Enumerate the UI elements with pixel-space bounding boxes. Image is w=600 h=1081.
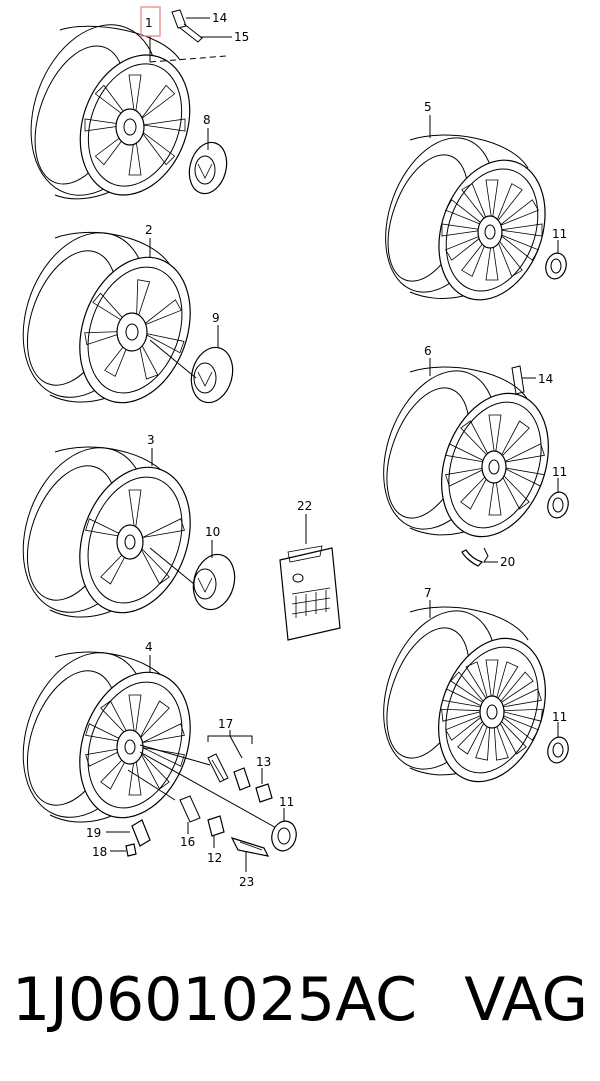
caption-bar: 1J0601025AC VAG xyxy=(0,950,600,1050)
callout-13[interactable]: 13 xyxy=(256,755,271,769)
callout-23[interactable]: 23 xyxy=(239,875,254,889)
callout-4[interactable]: 4 xyxy=(145,640,153,654)
callout-11-wheel-5[interactable]: 11 xyxy=(552,227,567,241)
callout-16[interactable]: 16 xyxy=(180,835,195,849)
wheel-7 xyxy=(383,606,546,783)
callout-10[interactable]: 10 xyxy=(205,525,220,539)
callout-8[interactable]: 8 xyxy=(203,113,211,127)
callout-9[interactable]: 9 xyxy=(212,311,220,325)
callout-15[interactable]: 15 xyxy=(234,30,249,44)
callout-11-wheel-6[interactable]: 11 xyxy=(552,465,567,479)
trim-piece-20 xyxy=(461,549,484,567)
callout-7[interactable]: 7 xyxy=(424,586,432,600)
callout-1[interactable]: 1 xyxy=(145,16,153,30)
bolt-cap-13 xyxy=(255,783,273,803)
callout-5[interactable]: 5 xyxy=(424,100,432,114)
exploded-parts-diagram: 1 14 15 8 2 9 xyxy=(22,6,569,889)
wheel-2 xyxy=(22,232,191,404)
callout-11-wheel-4[interactable]: 11 xyxy=(279,795,294,809)
hub-cap-10 xyxy=(192,553,236,611)
bolt-cover-12 xyxy=(207,815,225,837)
callout-14-wheel-6[interactable]: 14 xyxy=(538,372,553,386)
callout-3[interactable]: 3 xyxy=(147,433,155,447)
callout-11-wheel-7[interactable]: 11 xyxy=(552,710,567,724)
hub-cap-11-wheel-7 xyxy=(547,736,569,764)
wheel-3 xyxy=(22,446,191,618)
valve-stem-14 xyxy=(171,9,203,43)
callout-14-top[interactable]: 14 xyxy=(212,11,227,25)
callout-19[interactable]: 19 xyxy=(86,826,101,840)
callout-17[interactable]: 17 xyxy=(218,717,233,731)
callout-20[interactable]: 20 xyxy=(500,555,515,569)
brand-name: VAG xyxy=(464,965,588,1035)
callout-12[interactable]: 12 xyxy=(207,851,222,865)
extractor-tool-23 xyxy=(230,837,270,857)
callout-6[interactable]: 6 xyxy=(424,344,432,358)
hub-cap-11-wheel-5 xyxy=(545,252,567,280)
valve-stem-14-wheel-6 xyxy=(511,365,525,395)
wheel-5 xyxy=(385,134,546,301)
wheel-4 xyxy=(22,651,191,823)
callout-18[interactable]: 18 xyxy=(92,845,107,859)
wheel-6 xyxy=(383,366,549,538)
wheel-bolt-17 xyxy=(207,753,229,783)
hub-cap-8 xyxy=(188,141,228,195)
weight-18 xyxy=(125,843,137,857)
part-number: 1J0601025AC xyxy=(12,965,417,1035)
wheel-bolt-set-22 xyxy=(279,545,341,641)
hub-cap-11-wheel-6 xyxy=(547,491,569,519)
callout-22[interactable]: 22 xyxy=(297,499,312,513)
weight-clip-19 xyxy=(131,819,151,847)
hub-cap-11-wheel-4 xyxy=(271,820,297,852)
hub-cap-9 xyxy=(190,346,234,404)
wheel-1 xyxy=(30,24,191,200)
anti-theft-bolt xyxy=(233,767,251,791)
callout-2[interactable]: 2 xyxy=(145,223,153,237)
wheel-bolt-16 xyxy=(179,795,201,823)
